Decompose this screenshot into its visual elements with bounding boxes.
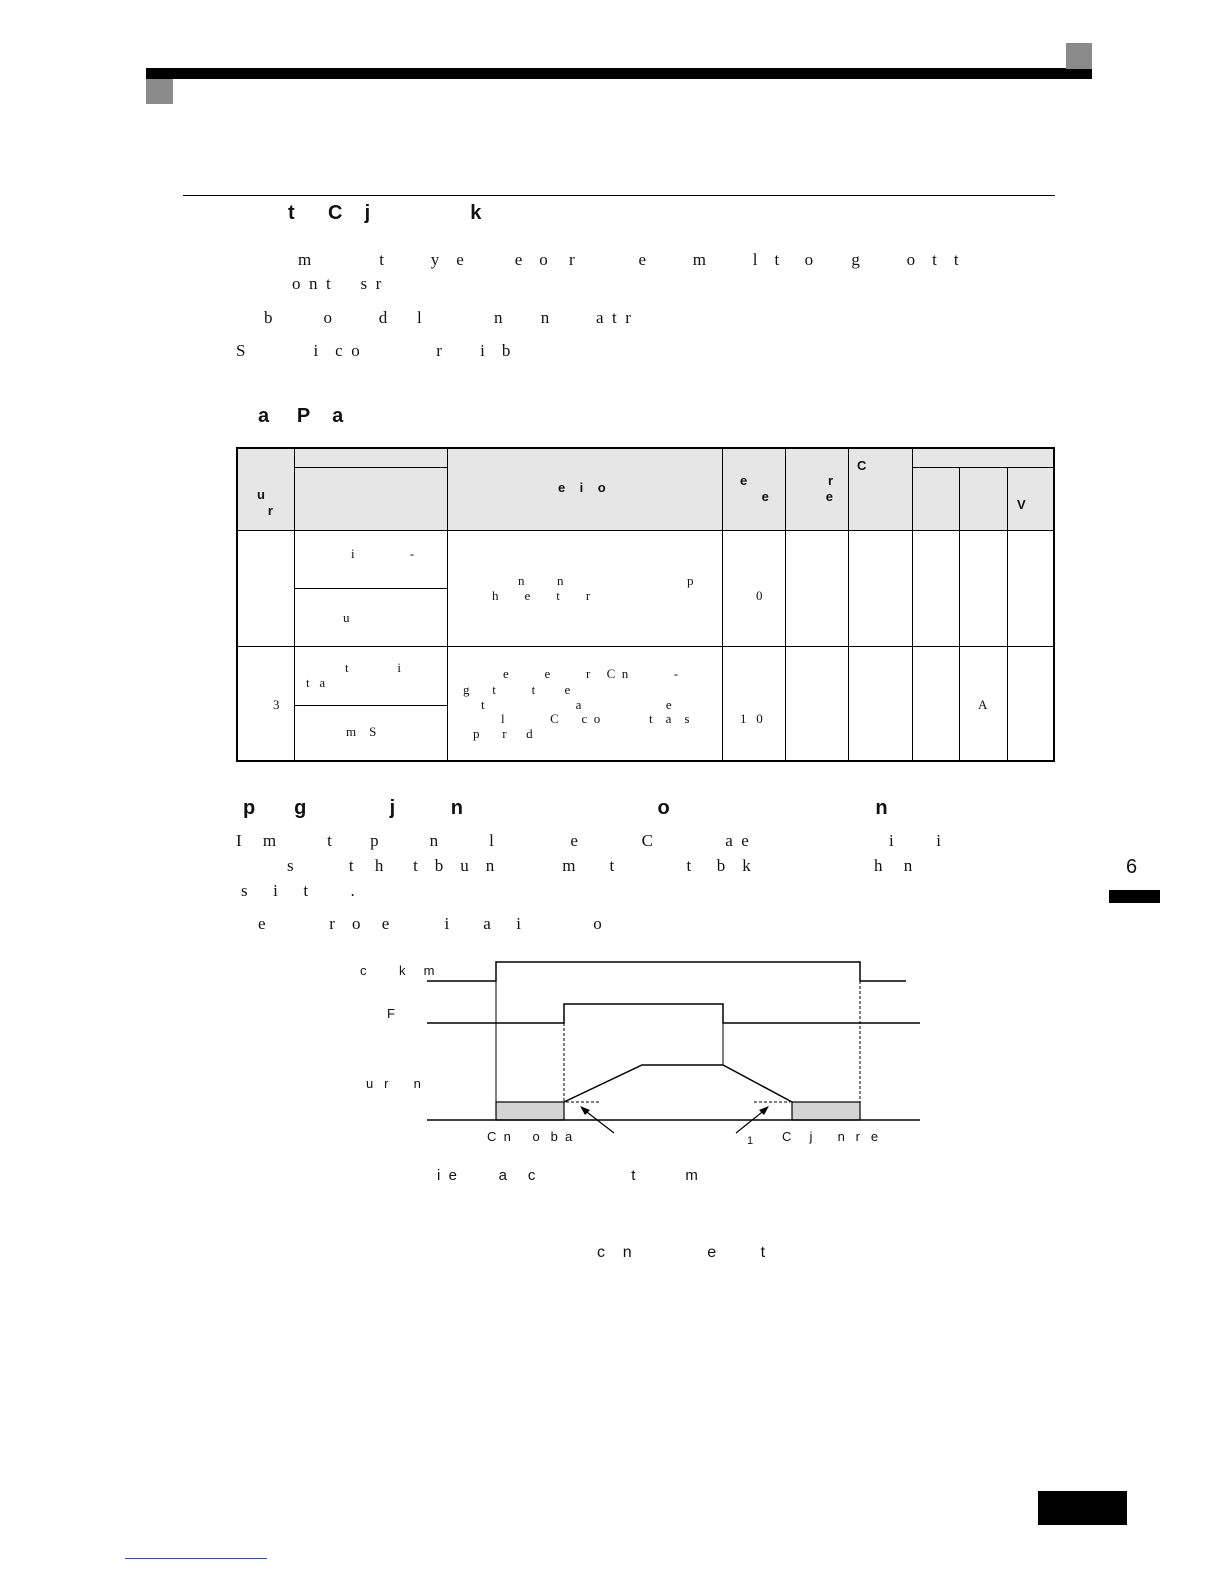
chapter-number: 6 (1126, 856, 1138, 878)
header-change-during-op: C (857, 458, 867, 473)
row2-desc-line5: p r d (473, 726, 533, 741)
footer-link-line[interactable] (125, 1558, 267, 1559)
diagram-label-signal1: c k m (360, 963, 435, 978)
row2-desc-line4: l C c o t a s (501, 711, 690, 726)
diagram-label-right-arrow: C j n r e (782, 1129, 879, 1144)
body-line-3: s i t . (241, 881, 355, 900)
page-number-box (1038, 1491, 1127, 1525)
row1-name-top: i - (351, 546, 415, 561)
diagram-label-right-number: 1 (747, 1135, 754, 1147)
intro-line-3: b o d l n n a t r (264, 308, 631, 327)
diagram-label-left-arrow: C n o b a (487, 1129, 573, 1144)
row2-control-mode-a: A (978, 697, 988, 712)
row2-desc-line1: e e r C n - (503, 666, 679, 681)
section-heading: t C j k (288, 202, 482, 224)
body-line-1: I m t p n l e C a e i i (236, 831, 942, 850)
header-factory-setting: r e (825, 473, 833, 504)
parameter-table: u r e i o e e r e C V i - u n n p h e t … (236, 447, 1055, 762)
diagram-label-signal3: u r n (366, 1076, 421, 1091)
section-rule (183, 195, 1055, 196)
row2-desc-line3: t a e (481, 697, 672, 712)
row2-name-top2: t a (306, 675, 326, 690)
table-heading: a P a (258, 405, 344, 427)
header-param-number: u r (257, 487, 273, 518)
row2-default: 1 0 (740, 711, 763, 726)
intro-line-1: m t y e e o r e m l t o g o t t (298, 250, 959, 269)
corner-square-left (146, 79, 173, 104)
row1-default: 0 (756, 588, 763, 603)
row2-desc-line2: g t t e (463, 682, 571, 697)
corner-square-right (1066, 43, 1092, 69)
subsection-heading: p g j n o n (243, 797, 888, 819)
footer-note: c n e t (597, 1244, 766, 1261)
intro-line-2: o n t s r (292, 274, 382, 293)
body-line-2: s t h t b u n m t t b k h n (287, 856, 913, 875)
row2-name-bottom: m S (346, 724, 377, 739)
intro-line-4: S i c o r i b (236, 341, 511, 360)
diagram-label-signal2: F (387, 1006, 395, 1021)
row2-param-number: 3 (273, 697, 280, 712)
row2-name-top: t i (345, 660, 401, 675)
top-rule-bar (146, 68, 1092, 79)
chapter-tab-bar (1109, 890, 1160, 903)
header-setting-range: e e (740, 473, 769, 504)
row1-desc-line1: n n p (518, 573, 694, 588)
table-header-bg (238, 449, 1053, 531)
diagram-caption: i e a c t m (437, 1167, 698, 1184)
row1-name-bottom: u (343, 610, 350, 625)
row1-desc-line2: h e t r (492, 588, 591, 603)
header-description: e i o (558, 480, 606, 495)
header-control-mode-v: V (1017, 497, 1026, 512)
body-line-4: e r o e i a i o (258, 914, 602, 933)
